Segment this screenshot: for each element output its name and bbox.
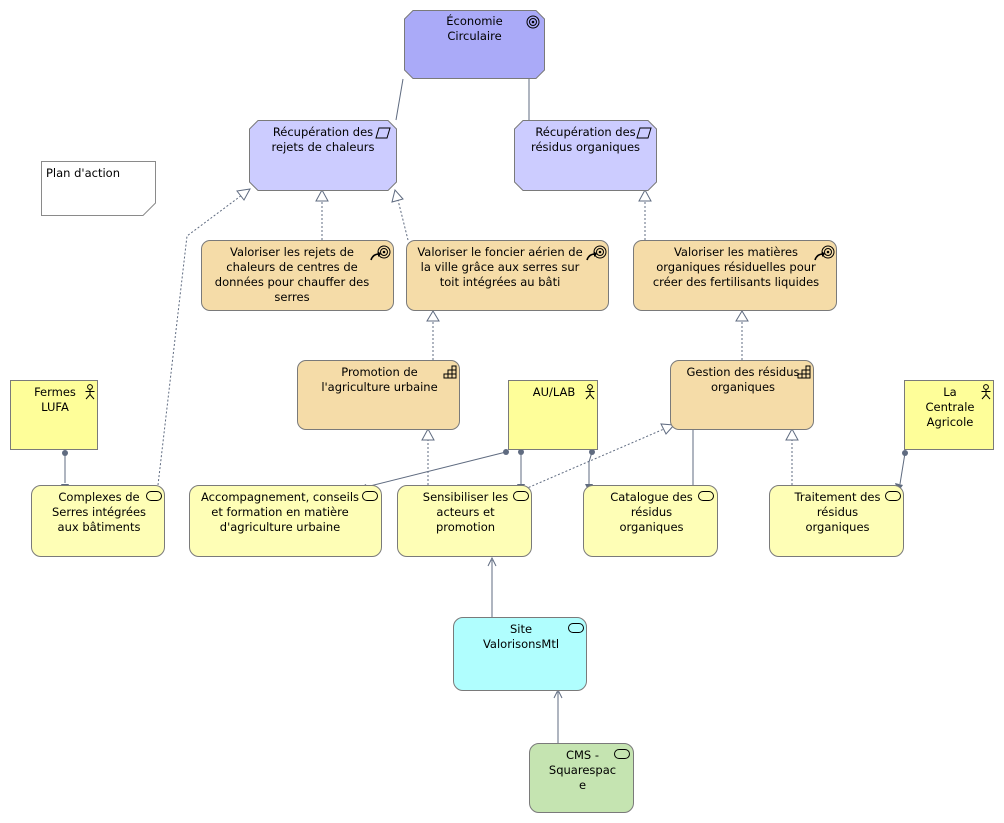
- goal-economie-circulaire[interactable]: Économie Circulaire: [404, 10, 545, 79]
- stick-figure-icon: [981, 384, 991, 400]
- actor-au-lab[interactable]: AU/LAB: [508, 380, 598, 450]
- assignment-dot: [503, 449, 509, 455]
- realization-line: [524, 428, 665, 490]
- aimed-target-icon: [814, 245, 835, 261]
- service-cms-squarespace[interactable]: CMS - Squarespac e: [529, 743, 634, 813]
- rounded-service-icon: [614, 749, 630, 759]
- outcome-recuperation-chaleurs[interactable]: Récupération des rejets de chaleurs: [249, 120, 397, 191]
- node-label: Accompagnement, conseils et formation en…: [200, 490, 360, 534]
- realization-arrowhead: [638, 188, 652, 202]
- node-label: Plan d'action: [46, 166, 120, 180]
- assignment-line: [588, 451, 593, 484]
- stick-figure-icon: [85, 384, 95, 400]
- node-label: Complexes de Serres intégrées aux bâtime…: [51, 490, 147, 534]
- actor-fermes-lufa[interactable]: Fermes LUFA: [10, 380, 98, 450]
- node-label: Catalogue des résidus organiques: [610, 490, 693, 534]
- aimed-target-icon: [370, 245, 391, 261]
- service-accompagnement[interactable]: Accompagnement, conseils et formation en…: [189, 485, 382, 557]
- capability-steps-icon: [443, 365, 457, 379]
- realization-arrowhead: [785, 427, 799, 441]
- assignment-dot: [518, 449, 524, 455]
- rounded-service-icon: [885, 491, 901, 501]
- node-label: Traitement des résidus organiques: [794, 490, 881, 534]
- course-of-action-valoriser-foncier[interactable]: Valoriser le foncier aérien de la ville …: [406, 240, 609, 311]
- node-label: Fermes LUFA: [34, 385, 76, 414]
- actor-centrale-agricole[interactable]: La Centrale Agricole: [904, 380, 994, 450]
- service-complexes-serres[interactable]: Complexes de Serres intégrées aux bâtime…: [31, 485, 165, 557]
- node-label: Sensibiliser les acteurs et promotion: [422, 490, 509, 534]
- capability-gestion-residus[interactable]: Gestion des résidus organiques: [670, 360, 814, 430]
- rounded-service-icon: [698, 491, 714, 501]
- rounded-service-icon: [513, 491, 529, 501]
- assignment-line: [899, 452, 906, 485]
- course-of-action-valoriser-matieres[interactable]: Valoriser les matières organiques résidu…: [633, 240, 837, 311]
- node-label: Récupération des résidus organiques: [530, 125, 641, 154]
- course-of-action-valoriser-chaleurs[interactable]: Valoriser les rejets de chaleurs de cent…: [201, 240, 394, 311]
- service-catalogue[interactable]: Catalogue des résidus organiques: [583, 485, 718, 557]
- node-label: Valoriser le foncier aérien de la ville …: [417, 245, 583, 289]
- node-label: Valoriser les matières organiques résidu…: [652, 245, 820, 289]
- note-shape: [41, 161, 156, 216]
- node-label: La Centrale Agricole: [925, 385, 975, 429]
- assignment-dot: [902, 450, 908, 456]
- outcome-recuperation-residus[interactable]: Récupération des résidus organiques: [514, 120, 657, 191]
- composition-line: [395, 78, 404, 121]
- realization-line: [397, 199, 409, 241]
- capability-promotion-agriculture[interactable]: Promotion de l'agriculture urbaine: [297, 360, 460, 430]
- realization-arrowhead: [315, 188, 329, 202]
- assignment-dot: [62, 450, 68, 456]
- serving-arrowhead: [487, 556, 497, 567]
- node-label: Gestion des résidus organiques: [686, 365, 800, 394]
- node-label: CMS - Squarespac e: [548, 748, 617, 792]
- node-label: AU/LAB: [532, 385, 576, 399]
- octagon-shape: [249, 120, 397, 191]
- octagon-shape: [514, 120, 657, 191]
- target-icon: [526, 15, 540, 29]
- service-site-valorisons[interactable]: Site ValorisonsMtl: [453, 617, 587, 691]
- node-label: Promotion de l'agriculture urbaine: [321, 365, 438, 394]
- node-label: Valoriser les rejets de chaleurs de cent…: [214, 245, 370, 304]
- realization-arrowhead: [391, 188, 404, 203]
- capability-steps-icon: [797, 365, 811, 379]
- service-sensibiliser[interactable]: Sensibiliser les acteurs et promotion: [397, 485, 532, 557]
- note-plan-action[interactable]: Plan d'action: [41, 161, 156, 216]
- node-label: Récupération des rejets de chaleurs: [271, 125, 375, 154]
- realization-arrowhead: [421, 427, 435, 441]
- octagon-shape: [404, 10, 545, 79]
- stick-figure-icon: [585, 384, 595, 400]
- rounded-service-icon: [568, 623, 584, 633]
- realization-arrowhead: [735, 310, 749, 322]
- realization-arrowhead: [236, 188, 251, 201]
- aimed-target-icon: [586, 245, 607, 261]
- node-label: Économie Circulaire: [446, 14, 503, 43]
- assignment-line: [365, 451, 507, 488]
- parallelogram-icon: [636, 127, 652, 139]
- realization-arrowhead: [426, 310, 440, 322]
- rounded-service-icon: [362, 491, 378, 501]
- service-traitement[interactable]: Traitement des résidus organiques: [769, 485, 904, 557]
- node-label: Site ValorisonsMtl: [482, 622, 560, 651]
- rounded-service-icon: [146, 491, 162, 501]
- parallelogram-icon: [375, 127, 391, 139]
- assignment-dot: [589, 449, 595, 455]
- realization-line: [157, 194, 243, 486]
- realization-arrowhead: [660, 423, 676, 435]
